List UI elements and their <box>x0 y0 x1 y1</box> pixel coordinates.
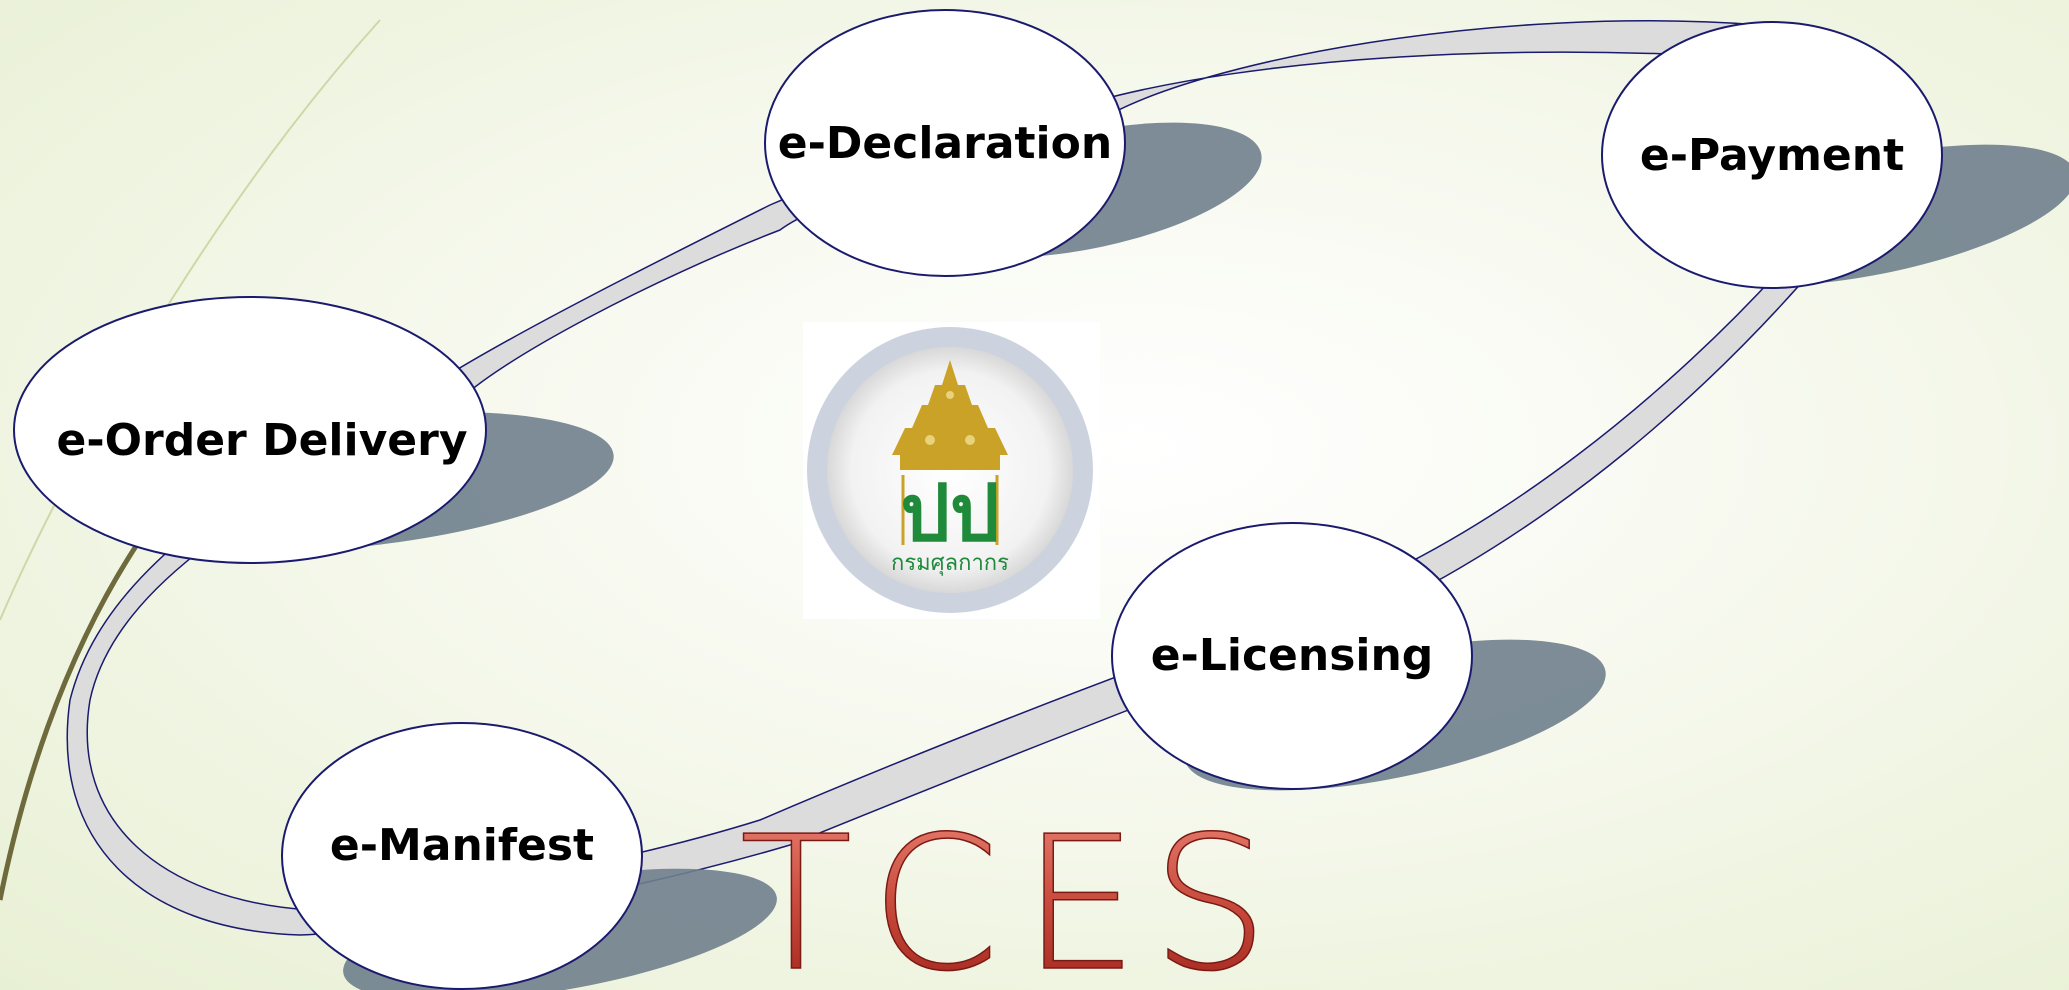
logo-crown-icon <box>892 360 1008 470</box>
node-e-declaration: e-Declaration <box>764 9 1126 277</box>
node-e-order-delivery-bubble <box>13 296 487 564</box>
logo-caption: กรมศุลกากร <box>891 551 1009 576</box>
node-e-payment-label: e-Payment <box>1640 130 1904 181</box>
background-arc-thick <box>0 538 143 901</box>
node-e-manifest-label: e-Manifest <box>330 820 594 871</box>
tces-letter-s: S <box>1151 796 1268 990</box>
node-e-licensing-label: e-Licensing <box>1151 630 1434 681</box>
node-e-declaration-label: e-Declaration <box>778 118 1112 169</box>
node-e-manifest-bubble <box>281 722 643 990</box>
node-e-payment-bubble <box>1601 21 1943 289</box>
tces-letter-e: E <box>1022 796 1139 990</box>
node-e-order-delivery: e-Order Delivery <box>13 296 487 564</box>
tces-title: T C E S <box>739 795 1270 990</box>
node-e-payment: e-Payment <box>1601 21 1943 289</box>
node-e-licensing-bubble <box>1111 522 1473 790</box>
node-e-order-delivery-label: e-Order Delivery <box>57 415 468 466</box>
node-e-manifest: e-Manifest <box>281 722 643 990</box>
tces-letter-c: C <box>870 796 999 990</box>
logo-pillars <box>901 475 999 545</box>
node-e-licensing: e-Licensing <box>1111 522 1473 790</box>
customs-department-logo: ปป กรมศุลกากร <box>803 322 1100 619</box>
tces-letter-t: T <box>739 796 852 990</box>
logo-monogram: ปป <box>900 468 999 559</box>
node-e-declaration-bubble <box>764 9 1126 277</box>
